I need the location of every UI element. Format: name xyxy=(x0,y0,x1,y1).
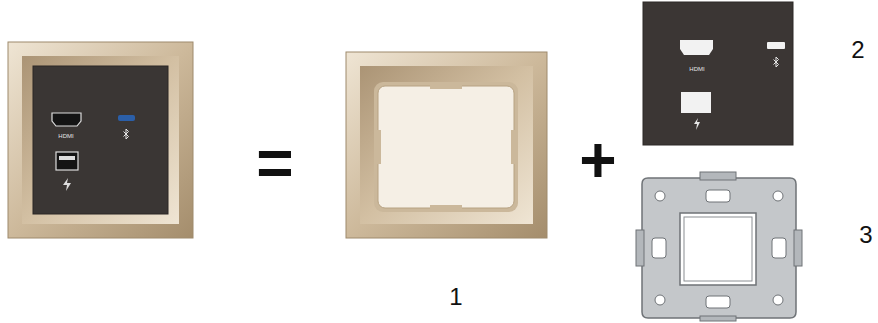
port-label: HDMI xyxy=(58,133,73,139)
callout-number-holder: 2 xyxy=(851,38,864,62)
plus-sign-holder: + xyxy=(579,128,616,192)
callout-number: 2 xyxy=(851,36,864,63)
port-label-holder: HDMI xyxy=(689,58,704,74)
frame xyxy=(346,52,547,238)
callout-number-holder: 3 xyxy=(859,223,872,247)
plus-sign: + xyxy=(579,124,616,196)
equals-sign: = xyxy=(256,127,293,199)
callout-number: 3 xyxy=(859,221,872,248)
mounting-bracket xyxy=(636,172,802,321)
port-label-holder: HDMI xyxy=(58,125,73,141)
equals-sign-holder: = xyxy=(256,131,293,195)
callout-number: 1 xyxy=(449,283,462,310)
callout-number-holder: 1 xyxy=(449,285,462,309)
port-label: HDMI xyxy=(689,66,704,72)
cover-plate xyxy=(643,2,793,145)
assembled-socket xyxy=(8,42,193,238)
